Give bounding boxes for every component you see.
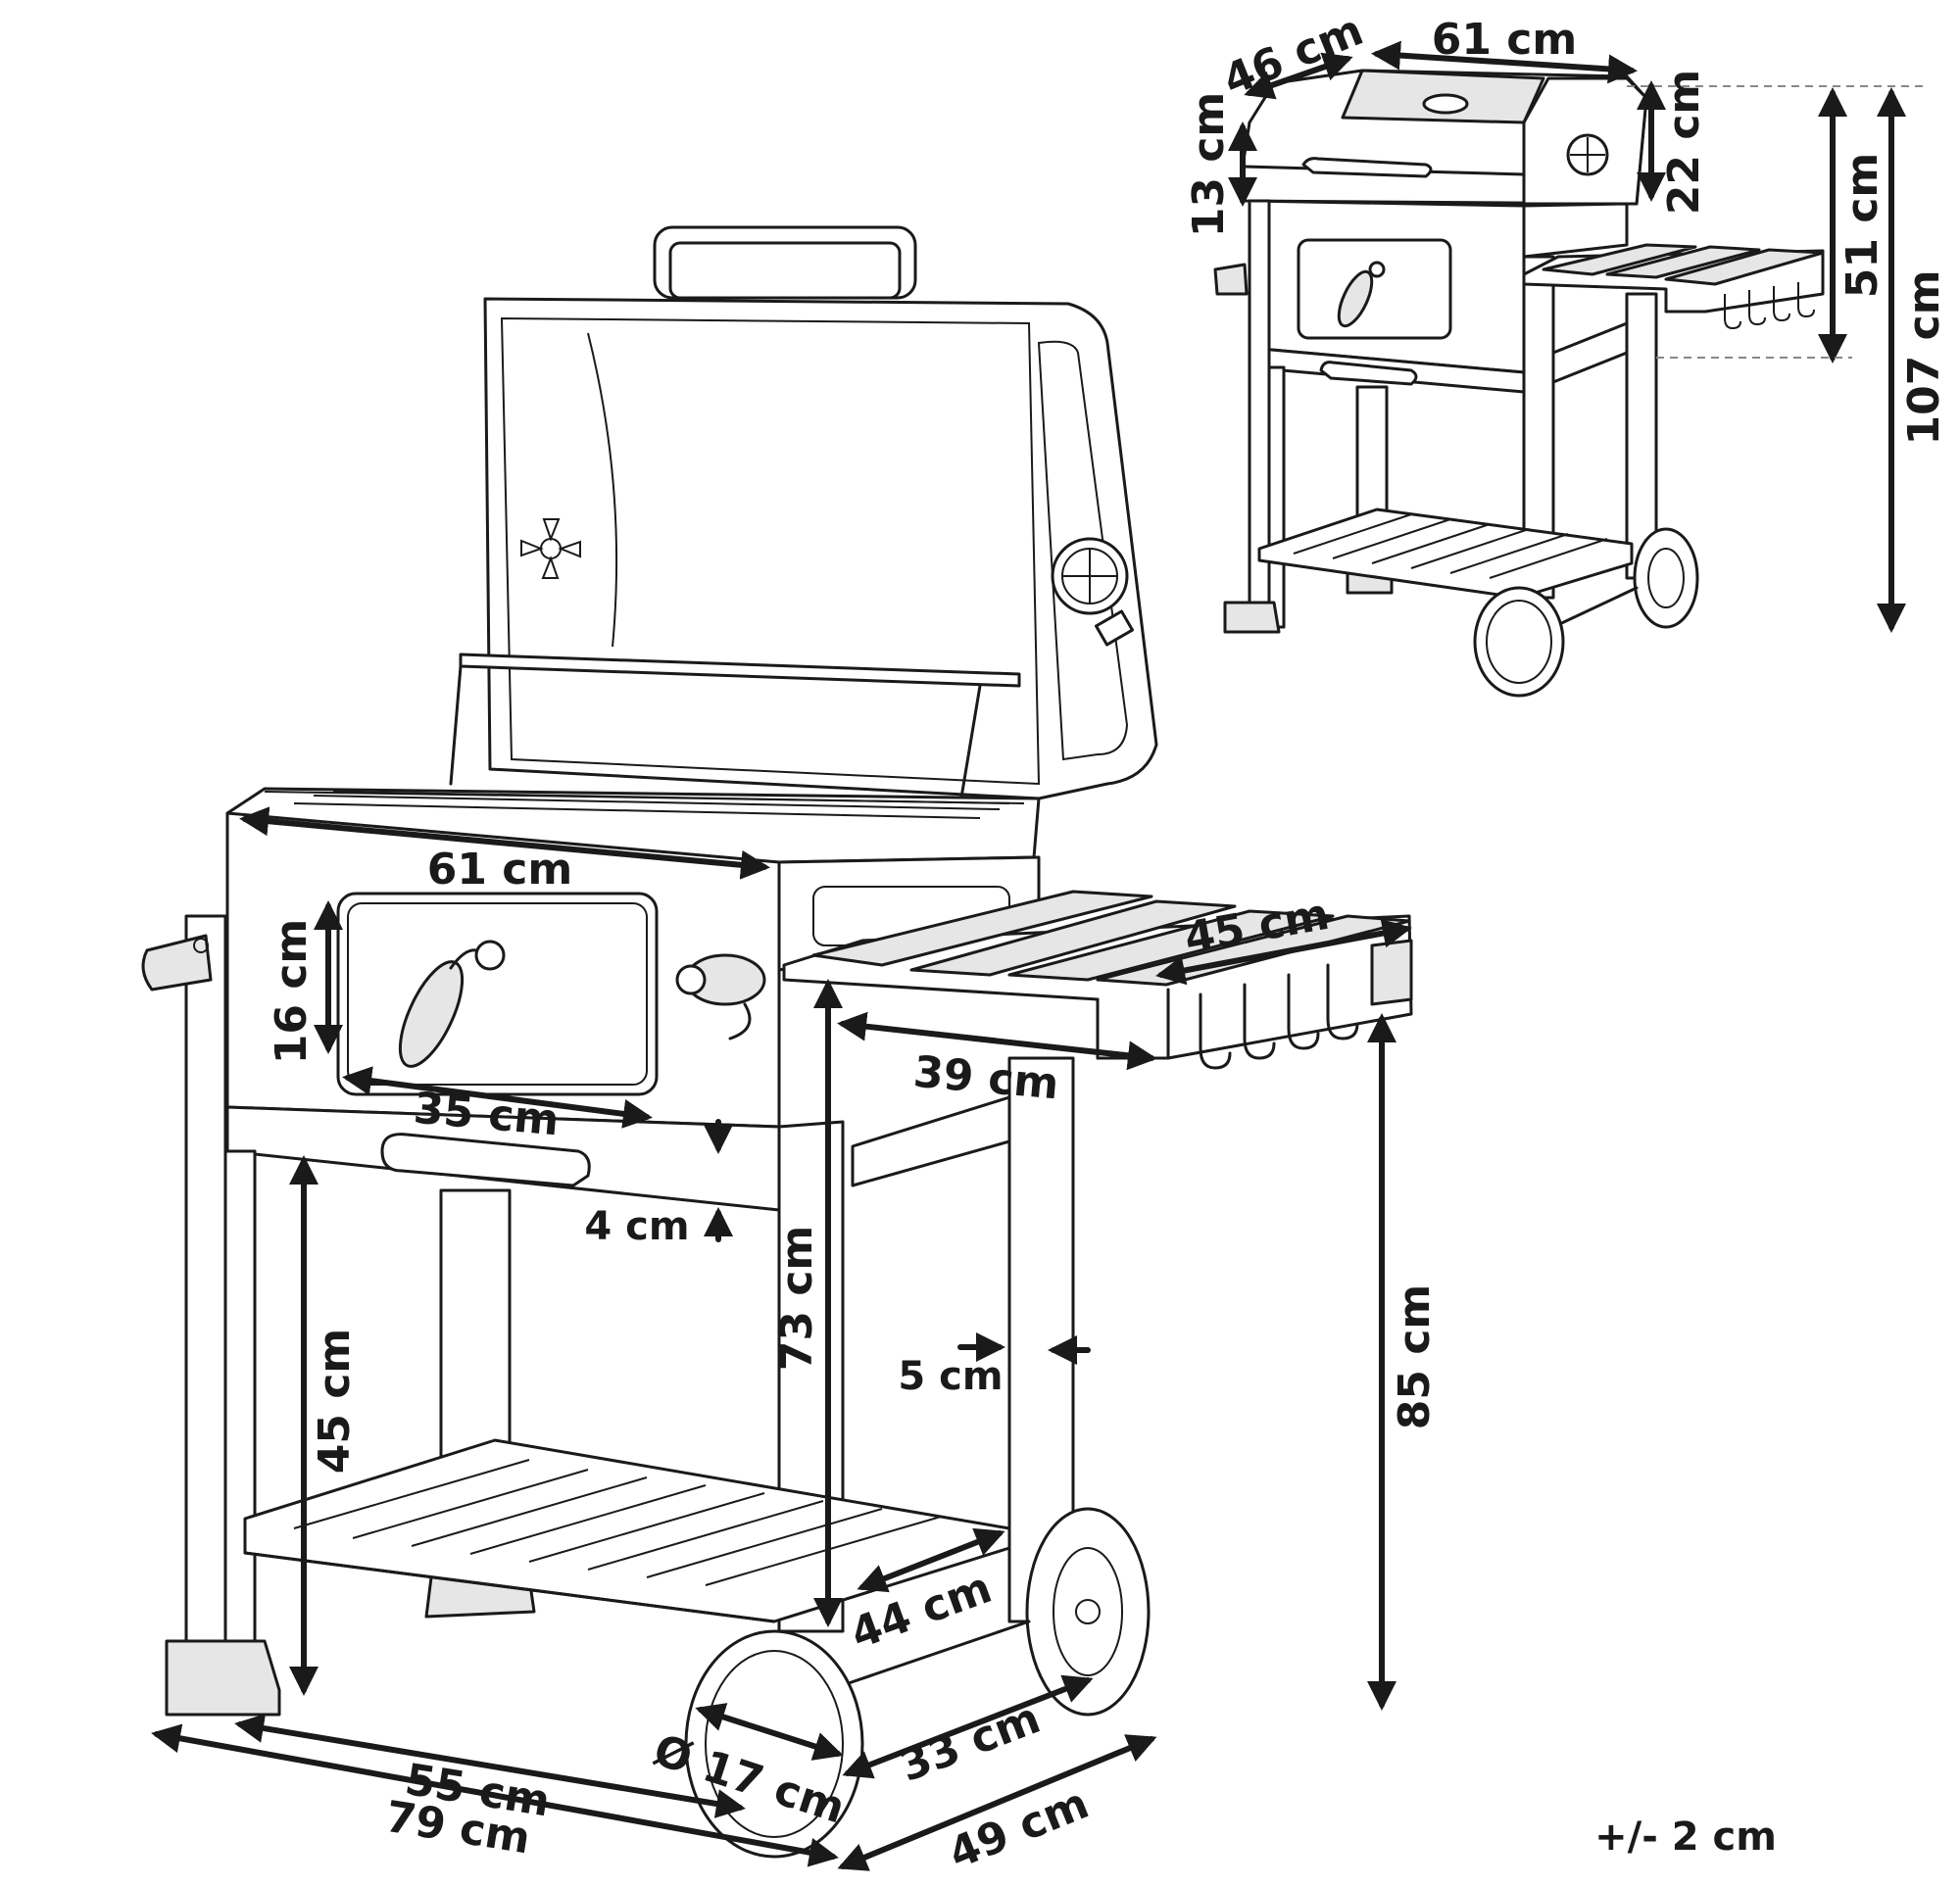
closed-grill-illustration xyxy=(1213,69,1825,698)
vent-knob-icon xyxy=(675,953,766,1040)
label-base-depth-inner: 33 cm xyxy=(893,1693,1047,1792)
utensil-hooks xyxy=(1199,963,1359,1070)
warming-rack xyxy=(459,653,1021,688)
label-side-table-height: 73 cm xyxy=(772,1226,822,1371)
label-width-grill: 61 cm xyxy=(427,845,572,895)
label-shelf-height: 45 cm xyxy=(310,1329,360,1474)
rear-wheel xyxy=(1025,1507,1151,1717)
label-hook-height: 85 cm xyxy=(1390,1284,1440,1429)
label-width-top: 61 cm xyxy=(1432,15,1577,65)
axle xyxy=(841,1620,1031,1687)
label-total-height: 107 cm xyxy=(1899,269,1949,445)
front-handle xyxy=(380,1133,591,1187)
main-dimension-lines xyxy=(151,806,1412,1871)
small-thermometer-icon xyxy=(1566,133,1609,176)
label-leg-width: 5 cm xyxy=(898,1354,1003,1399)
lid-vent-icon xyxy=(520,518,581,579)
charcoal-tray-handle-icon xyxy=(398,940,506,1068)
label-lid-height: 22 cm xyxy=(1659,70,1709,215)
label-side-table-depth: 39 cm xyxy=(911,1047,1060,1110)
label-frame-gap: 4 cm xyxy=(584,1204,689,1249)
firebox-window xyxy=(336,892,659,1096)
thermometer-icon xyxy=(1051,537,1134,647)
main-grill-illustration xyxy=(141,225,1413,1859)
label-lid-handle-height: 13 cm xyxy=(1184,92,1234,237)
closed-grill-dimension-lines xyxy=(1228,40,1926,633)
leg-foot xyxy=(165,1639,281,1717)
label-window-height: 16 cm xyxy=(267,919,317,1064)
closed-grill-dimension-labels: 46 cm 61 cm 13 cm 22 cm 51 cm 107 cm xyxy=(1184,5,1949,445)
bottle-opener-icon xyxy=(141,934,213,992)
front-left-leg xyxy=(184,914,227,1672)
tolerance-note: +/- 2 cm xyxy=(1594,1814,1777,1860)
open-lid xyxy=(483,297,1158,800)
label-hood-height: 51 cm xyxy=(1838,153,1887,298)
